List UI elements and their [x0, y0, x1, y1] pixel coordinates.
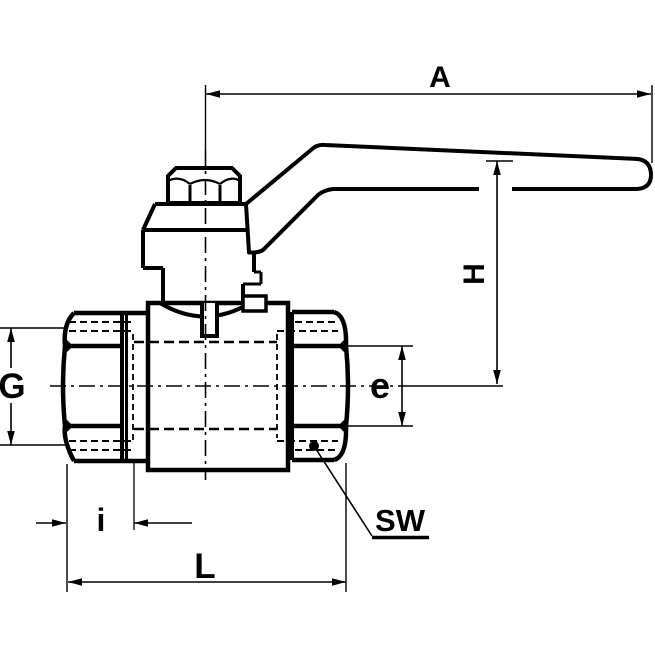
handle-lever — [244, 142, 653, 255]
dim-h: H — [458, 160, 513, 384]
left-port-hex-nut — [60, 310, 148, 464]
stem-stop-tab — [241, 294, 268, 313]
hex-chamfer-wedge — [338, 417, 347, 435]
dim-sw-label: SW — [375, 503, 426, 538]
dim-l: L — [66, 463, 347, 592]
bonnet — [141, 202, 263, 303]
bore-dashed-lines — [134, 340, 277, 431]
sw-leader-line — [313, 445, 373, 537]
hex-chamfer-wedge — [64, 417, 73, 435]
dim-g: G — [0, 327, 67, 446]
handle-edge-gap — [479, 184, 512, 194]
dim-a: A — [204, 61, 653, 163]
hex-chamfer-wedge — [338, 337, 347, 355]
left-thread-dashed-lines — [69, 321, 134, 451]
hex-chamfer-wedge — [64, 337, 73, 355]
dim-i: i — [36, 461, 192, 538]
dim-e: e — [347, 345, 413, 427]
dim-l-label: L — [194, 547, 215, 586]
dim-a-label: A — [429, 61, 451, 94]
centerlines — [50, 150, 503, 480]
dim-g-label: G — [0, 367, 26, 406]
sw-callout: SW — [309, 441, 429, 540]
dim-e-label: e — [370, 365, 390, 406]
stem-cap-nut — [166, 166, 242, 205]
stem-lower-tab — [200, 303, 219, 338]
dim-h-label: H — [458, 263, 491, 285]
dim-i-label: i — [97, 502, 106, 538]
